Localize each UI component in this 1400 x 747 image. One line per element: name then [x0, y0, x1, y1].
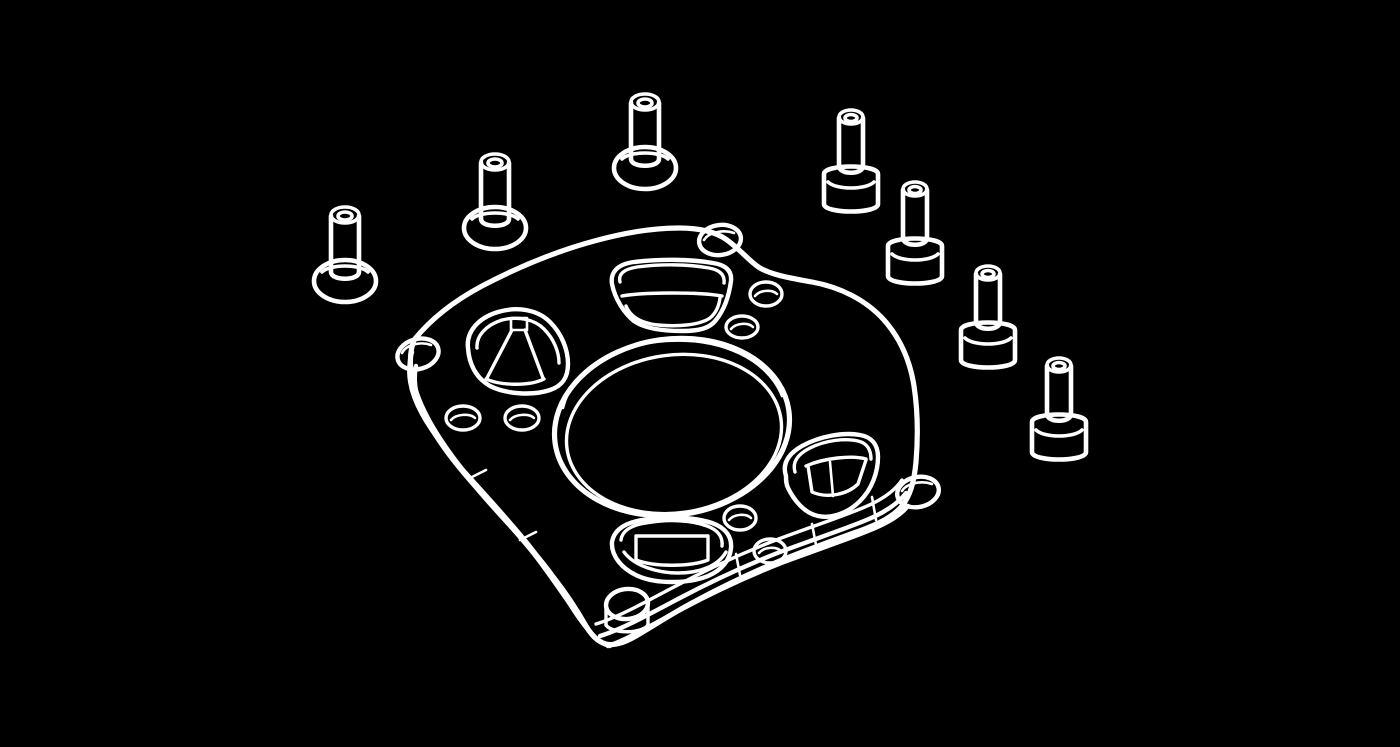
- central-bore-inner: [564, 352, 784, 516]
- central-bore-outer: [551, 335, 793, 519]
- mounting-ear-bottom: [603, 586, 651, 634]
- mounting-hole-left: [395, 336, 441, 372]
- boss-pocket-right-inner-box: [806, 458, 868, 497]
- stud-with-collar-5: [885, 180, 945, 286]
- stud-5-collar: [885, 236, 945, 286]
- boss-pocket-left: [465, 307, 571, 396]
- locating-hole-1: [444, 404, 482, 432]
- stud-1-washer-inner: [320, 264, 370, 274]
- boss-pocket-right-rim: [792, 438, 873, 474]
- stud-4-collar: [821, 164, 881, 214]
- plate-edge-tick-left-1: [518, 530, 538, 542]
- stud-7-bore: [1045, 356, 1073, 374]
- stud-with-collar-4: [821, 108, 881, 214]
- boss-pocket-bottom-floor: [622, 550, 728, 575]
- locating-hole-6-arc: [757, 546, 783, 555]
- plate-bottom-edge-3: [594, 478, 904, 626]
- mounting-boss-bottom-base: [604, 623, 650, 634]
- mounting-hole-right-inner: [900, 481, 934, 493]
- stud-with-collar-7: [1029, 356, 1089, 462]
- stud-2-bore-inner: [486, 157, 504, 169]
- mounting-ear-left: [395, 336, 441, 372]
- stud-3-washer-inner: [620, 151, 670, 161]
- plate-bottom-edge-1: [605, 503, 911, 649]
- plate-edge-tick-right-1: [870, 495, 878, 522]
- stud-6-collar: [958, 320, 1018, 370]
- boss-pocket-bottom: [609, 515, 734, 585]
- boss-pocket-bottom-box: [634, 534, 710, 567]
- stud-4-bore-inner: [843, 112, 859, 124]
- stud-6-bore: [974, 264, 1002, 282]
- stud-7-collar: [1029, 412, 1089, 462]
- boss-pocket-left-face-l: [485, 328, 514, 380]
- locating-hole-4: [724, 314, 760, 340]
- stud-1-washer: [311, 257, 379, 305]
- stud-3-shaft: [628, 100, 662, 169]
- stud-5-bore: [901, 180, 929, 198]
- boss-pocket-left-top-notch: [509, 316, 529, 332]
- central-bore-depth-arc: [561, 339, 784, 410]
- stud-with-washer-2: [461, 152, 529, 252]
- stud-2-shaft: [478, 160, 512, 229]
- locating-hole-4-arc: [729, 322, 755, 331]
- locating-hole-3: [748, 280, 784, 308]
- stud-2-washer-inner: [470, 211, 520, 221]
- stud-2-washer: [461, 204, 529, 252]
- locating-hole-5: [722, 504, 758, 532]
- stud-5-collar-shoulder: [890, 252, 940, 262]
- stud-3-bore-inner: [636, 97, 654, 109]
- stud-6-collar-shoulder: [963, 336, 1013, 346]
- stud-5-bore-inner: [907, 184, 923, 196]
- locating-hole-2: [503, 404, 541, 432]
- mounting-hole-right: [895, 474, 941, 510]
- boss-pocket-top: [609, 257, 734, 334]
- stud-with-collar-6: [958, 264, 1018, 370]
- stud-3-bore: [629, 92, 661, 112]
- boss-pocket-bottom-outer: [609, 515, 734, 585]
- stud-4-bore: [837, 108, 865, 126]
- plate-edge-tick-right-2: [810, 522, 818, 547]
- stud-7-collar-shoulder: [1034, 428, 1084, 438]
- boss-pocket-top-outer: [609, 257, 734, 334]
- boss-pocket-left-outer: [465, 307, 571, 396]
- stud-with-washer-1: [311, 205, 379, 305]
- mounting-hole-top: [696, 222, 744, 258]
- boss-pocket-left-face-r: [523, 328, 545, 380]
- plate-edge-tick-right-3: [734, 552, 742, 577]
- boss-pocket-left-floor: [484, 377, 546, 386]
- flange-plate: [395, 222, 941, 649]
- boss-pocket-bottom-rim: [619, 518, 724, 548]
- stud-4-collar-shoulder: [826, 180, 876, 190]
- locating-hole-1-arc: [449, 413, 477, 422]
- boss-pocket-top-rim: [617, 263, 726, 285]
- locating-holes: [444, 280, 788, 565]
- boss-pocket-top-inner: [620, 291, 724, 298]
- boss-pocket-right-outer: [782, 431, 881, 519]
- plate-thickness-line-2: [412, 363, 597, 639]
- mounting-ear-top: [696, 222, 744, 258]
- stud-1-shaft: [328, 213, 362, 282]
- boss-pocket-right: [782, 431, 881, 519]
- mounting-ear-right: [895, 474, 941, 510]
- locating-hole-3-arc: [753, 289, 779, 298]
- boss-pocket-top-floor: [624, 296, 722, 328]
- stud-1-bore: [329, 205, 361, 225]
- stud-with-washer-3: [611, 92, 679, 192]
- locating-hole-2-arc: [508, 413, 536, 422]
- stud-1-bore-inner: [336, 210, 354, 222]
- locating-hole-5-arc: [727, 513, 753, 522]
- stud-2-bore: [479, 152, 511, 172]
- boss-pocket-right-inner-top: [804, 455, 868, 468]
- mounting-hole-top-inner: [702, 230, 736, 242]
- mounting-hole-left-inner: [400, 342, 433, 355]
- stud-6-bore-inner: [980, 268, 996, 280]
- boss-pocket-right-rib: [828, 460, 835, 498]
- plate-edge-tick-left-2: [468, 468, 488, 480]
- locating-hole-6: [752, 537, 788, 565]
- stud-7-bore-inner: [1051, 360, 1067, 372]
- stud-3-washer: [611, 144, 679, 192]
